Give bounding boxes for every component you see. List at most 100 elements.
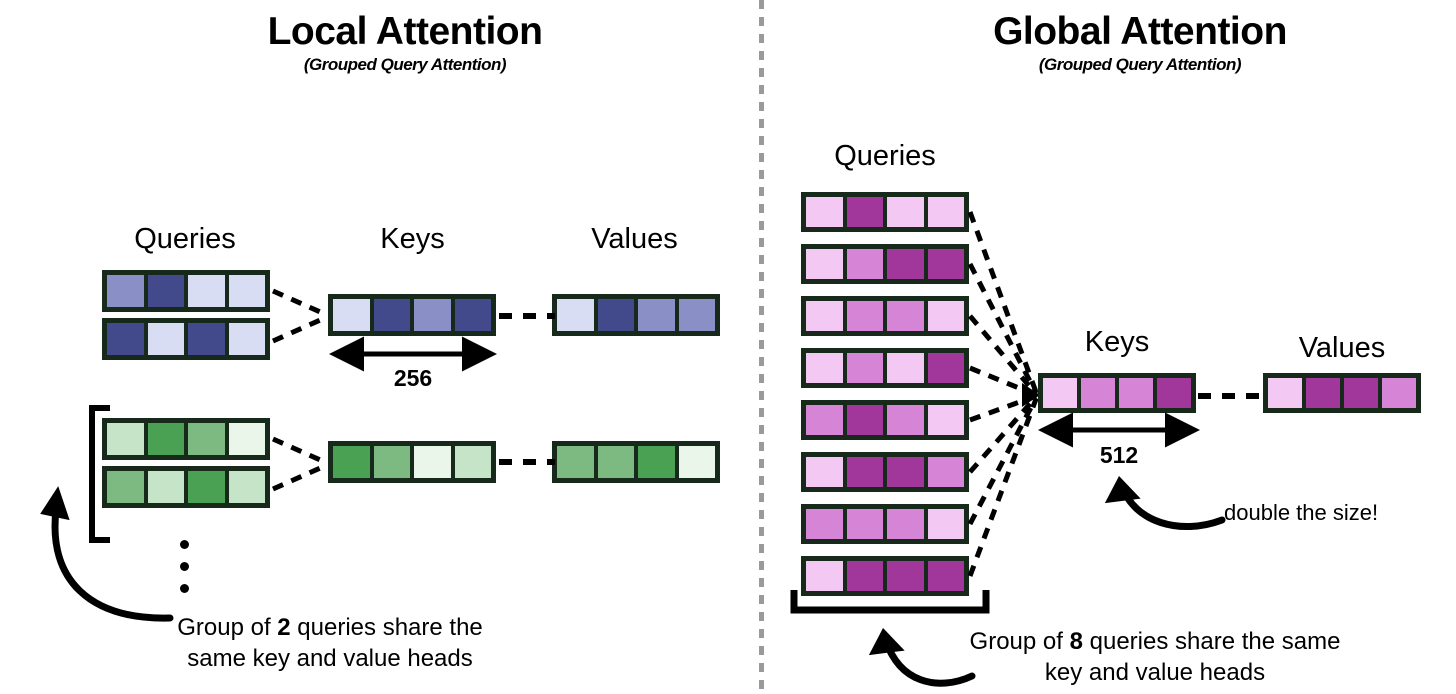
matrix-cell <box>925 247 966 281</box>
matrix-cell <box>1117 376 1155 410</box>
right-panel-title: Global Attention (Grouped Query Attentio… <box>890 10 1390 76</box>
left-caption-group-size: 2 <box>277 614 291 641</box>
left-queries-label: Queries <box>134 223 236 255</box>
right-title-subtitle: (Grouped Query Attention) <box>1038 55 1242 74</box>
matrix-cell <box>226 421 267 457</box>
left-blue-connectors <box>271 288 555 344</box>
right-query-row <box>801 192 969 232</box>
matrix-cell <box>804 195 845 229</box>
matrix-cell <box>226 469 267 505</box>
left-dimension-arrow <box>329 336 497 372</box>
matrix-cell <box>844 299 885 333</box>
right-keys-row <box>1038 373 1196 413</box>
left-query-row <box>102 318 270 360</box>
right-caption-arrow <box>868 628 976 687</box>
matrix-cell <box>186 469 227 505</box>
left-query-row <box>102 270 270 312</box>
matrix-cell <box>145 273 186 309</box>
matrix-cell <box>1041 376 1079 410</box>
matrix-cell <box>226 321 267 357</box>
right-values-label: Values <box>1298 332 1386 364</box>
matrix-cell <box>145 421 186 457</box>
matrix-cell <box>555 444 596 480</box>
matrix-cell <box>105 273 146 309</box>
left-query-row <box>102 418 270 460</box>
matrix-cell <box>844 559 885 593</box>
right-caption-post: queries share the same <box>1082 628 1341 655</box>
right-query-row <box>801 296 969 336</box>
matrix-cell <box>885 455 926 489</box>
matrix-cell <box>885 403 926 437</box>
ellipsis-dot <box>180 584 189 593</box>
left-keys-row <box>328 441 496 483</box>
matrix-cell <box>804 403 845 437</box>
left-values-label: Values <box>591 223 678 255</box>
matrix-cell <box>186 273 227 309</box>
right-title-main: Global Attention <box>993 10 1287 53</box>
right-group-bracket <box>790 590 990 614</box>
matrix-cell <box>676 297 717 333</box>
double-size-arrow <box>1104 476 1226 530</box>
matrix-cell <box>925 351 966 385</box>
right-dimension-arrow <box>1038 412 1200 448</box>
matrix-cell <box>105 321 146 357</box>
matrix-cell <box>412 444 453 480</box>
matrix-cell <box>595 297 636 333</box>
matrix-cell <box>885 351 926 385</box>
right-caption-group-size: 8 <box>1069 628 1083 655</box>
matrix-cell <box>804 351 845 385</box>
left-dimension-value: 256 <box>393 365 433 391</box>
right-dimension-value: 512 <box>1099 442 1139 468</box>
left-green-connectors <box>271 436 555 492</box>
matrix-cell <box>105 421 146 457</box>
matrix-cell <box>636 444 677 480</box>
right-keys-values-connector <box>1198 393 1264 399</box>
left-title-subtitle: (Grouped Query Attention) <box>303 55 507 74</box>
matrix-cell <box>186 321 227 357</box>
right-caption-pre: Group of <box>969 628 1070 655</box>
matrix-cell <box>925 559 966 593</box>
right-caption: Group of 8 queries share the same key an… <box>930 626 1380 688</box>
matrix-cell <box>1342 376 1380 410</box>
matrix-cell <box>636 297 677 333</box>
right-caption-line2: key and value heads <box>1044 659 1266 686</box>
matrix-cell <box>885 299 926 333</box>
matrix-cell <box>145 469 186 505</box>
matrix-cell <box>844 403 885 437</box>
matrix-cell <box>676 444 717 480</box>
right-query-row <box>801 348 969 388</box>
right-connectors <box>967 211 1040 577</box>
matrix-cell <box>331 297 372 333</box>
right-query-row <box>801 504 969 544</box>
matrix-cell <box>844 351 885 385</box>
matrix-cell <box>925 195 966 229</box>
left-ellipsis-dots <box>180 540 189 606</box>
right-values-row <box>1263 373 1421 413</box>
matrix-cell <box>925 299 966 333</box>
matrix-cell <box>1304 376 1342 410</box>
ellipsis-dot <box>180 540 189 549</box>
matrix-cell <box>804 299 845 333</box>
matrix-cell <box>412 297 453 333</box>
matrix-cell <box>186 421 227 457</box>
matrix-cell <box>145 321 186 357</box>
matrix-cell <box>1380 376 1418 410</box>
right-query-row <box>801 556 969 596</box>
left-caption-line2: same key and value heads <box>187 645 473 672</box>
right-query-row <box>801 244 969 284</box>
matrix-cell <box>555 297 596 333</box>
double-size-annotation: double the size! <box>1224 500 1379 525</box>
left-caption: Group of 2 queries share the same key an… <box>70 612 590 674</box>
matrix-cell <box>925 455 966 489</box>
matrix-cell <box>371 444 412 480</box>
left-keys-row <box>328 294 496 336</box>
matrix-cell <box>595 444 636 480</box>
matrix-cell <box>452 297 493 333</box>
matrix-cell <box>452 444 493 480</box>
panel-divider <box>759 0 764 694</box>
left-values-row <box>552 441 720 483</box>
matrix-cell <box>844 507 885 541</box>
matrix-cell <box>804 507 845 541</box>
left-query-row <box>102 466 270 508</box>
